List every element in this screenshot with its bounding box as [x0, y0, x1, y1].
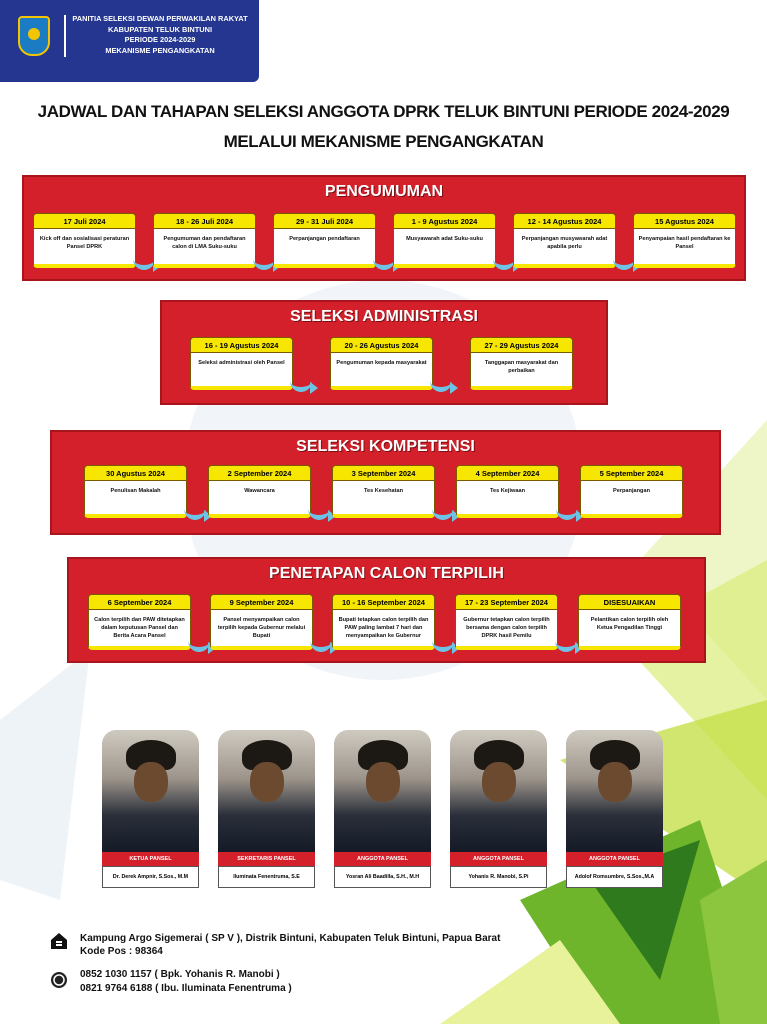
- member-name: Dr. Derek Ampnir, S.Sos., M.M: [102, 866, 199, 888]
- schedule-date: 15 Agustus 2024: [634, 214, 735, 229]
- schedule-date: 27 - 29 Agustus 2024: [471, 338, 572, 353]
- schedule-description: Tes Kejiwaan: [489, 488, 526, 494]
- schedule-date: 16 - 19 Agustus 2024: [191, 338, 292, 353]
- schedule-description: Pengumuman kepada masyarakat: [336, 360, 427, 366]
- schedule-date: 5 September 2024: [581, 466, 682, 481]
- schedule-date: 6 September 2024: [89, 595, 190, 610]
- arrow-icon: [290, 380, 318, 394]
- home-icon: [51, 933, 67, 949]
- schedule-description: Pengumuman dan pendaftaran calon di LMA …: [163, 236, 246, 250]
- phone-2: 0821 9764 6188 ( Ibu. Iluminata Fenentru…: [80, 983, 292, 994]
- schedule-date: 20 - 26 Agustus 2024: [331, 338, 432, 353]
- schedule-date: 1 - 9 Agustus 2024: [394, 214, 495, 229]
- schedule-date: DISESUAIKAN: [579, 595, 680, 610]
- section-title: SELEKSI ADMINISTRASI: [290, 308, 478, 325]
- schedule-description: Perpanjangan pendaftaran: [289, 236, 360, 242]
- postal-code: Kode Pos : 98364: [80, 946, 163, 957]
- schedule-description: Pansel menyampaikan calon terpilih kepad…: [217, 617, 306, 639]
- header-text: PANITIA SELEKSI DEWAN PERWAKILAN RAKYAT …: [70, 14, 250, 56]
- phone-1: 0852 1030 1157 ( Bpk. Yohanis R. Manobi …: [80, 969, 280, 980]
- schedule-date: 4 September 2024: [457, 466, 558, 481]
- schedule-description: Bupati tetapkan calon terpilih dan PAW p…: [338, 617, 429, 639]
- member-name: Iluminata Fenentruma, S.E: [218, 866, 315, 888]
- member-role: ANGGOTA PANSEL: [566, 852, 663, 866]
- schedule-card: DISESUAIKAN Pelantikan calon terpilih ole…: [578, 594, 681, 650]
- schedule-description: Pelantikan calon terpilih oleh Ketua Pen…: [590, 617, 669, 631]
- member-name: Yohanis R. Manobi, S.Pi: [450, 866, 547, 888]
- schedule-description: Wawancara: [244, 488, 275, 494]
- member-role: ANGGOTA PANSEL: [450, 852, 547, 866]
- schedule-date: 17 Juli 2024: [34, 214, 135, 229]
- header-line: PANITIA SELEKSI DEWAN PERWAKILAN RAKYAT: [72, 14, 248, 23]
- schedule-description: Kick off dan sosialisasi peraturan Panse…: [39, 236, 130, 250]
- header-banner: PANITIA SELEKSI DEWAN PERWAKILAN RAKYAT …: [0, 0, 259, 82]
- schedule-description: Perpanjangan musyawarah adat apabila per…: [521, 236, 608, 250]
- schedule-description: Calon terpilih dan PAW ditetapkan dalam …: [94, 617, 185, 639]
- schedule-description: Musyawarah adat Suku-suku: [406, 236, 483, 242]
- page-title: JADWAL DAN TAHAPAN SELEKSI ANGGOTA DPRK …: [37, 102, 730, 121]
- schedule-date: 10 - 16 September 2024: [333, 595, 434, 610]
- member-photo: [566, 730, 663, 852]
- schedule-description: Penulisan Makalah: [110, 488, 161, 494]
- member-photo: [334, 730, 431, 852]
- regency-logo: [18, 16, 50, 56]
- schedule-description: Gubernur tetapkan calon terpilih bersama…: [463, 617, 550, 639]
- member-role: SEKRETARIS PANSEL: [218, 852, 315, 866]
- schedule-date: 2 September 2024: [209, 466, 310, 481]
- page-subtitle: MELALUI MEKANISME PENGANGKATAN: [223, 132, 544, 151]
- schedule-description: Penyampaian hasil pendaftaran ke Pansel: [638, 236, 731, 250]
- schedule-description: Perpanjangan: [613, 488, 650, 494]
- section-title: PENETAPAN CALON TERPILIH: [269, 565, 504, 582]
- whatsapp-icon: [51, 972, 67, 988]
- address: Kampung Argo Sigemerai ( SP V ), Distrik…: [80, 933, 501, 944]
- member-photo: [450, 730, 547, 852]
- schedule-date: 29 - 31 Juli 2024: [274, 214, 375, 229]
- schedule-date: 17 - 23 September 2024: [456, 595, 557, 610]
- header-line: MEKANISME PENGANGKATAN: [105, 45, 215, 55]
- section-title: PENGUMUMAN: [324, 183, 444, 200]
- member-name: Yosran Ali Baadilla, S.H., M.H: [334, 866, 431, 888]
- header-line: KABUPATEN TELUK BINTUNI: [107, 24, 212, 34]
- member-role: ANGGOTA PANSEL: [334, 852, 431, 866]
- divider: [64, 15, 66, 57]
- header-line: PERIODE 2024-2029: [124, 35, 196, 44]
- schedule-date: 9 September 2024: [211, 595, 312, 610]
- schedule-date: 3 September 2024: [333, 466, 434, 481]
- schedule-date: 30 Agustus 2024: [85, 466, 186, 481]
- schedule-date: 18 - 26 Juli 2024: [154, 214, 255, 229]
- member-role: KETUA PANSEL: [102, 852, 199, 866]
- member-photo: [102, 730, 199, 852]
- schedule-description: Seleksi administrasi oleh Pansel: [198, 360, 285, 366]
- schedule-date: 12 - 14 Agustus 2024: [514, 214, 615, 229]
- section-title: SELEKSI KOMPETENSI: [296, 438, 475, 455]
- arrow-icon: [430, 380, 458, 394]
- schedule-description: Tanggapan masyarakat dan perbaikan: [484, 360, 559, 374]
- schedule-description: Tes Kesehatan: [363, 488, 404, 494]
- member-photo: [218, 730, 315, 852]
- member-name: Adolof Romsumbre, S.Sos.,M.A: [566, 866, 663, 888]
